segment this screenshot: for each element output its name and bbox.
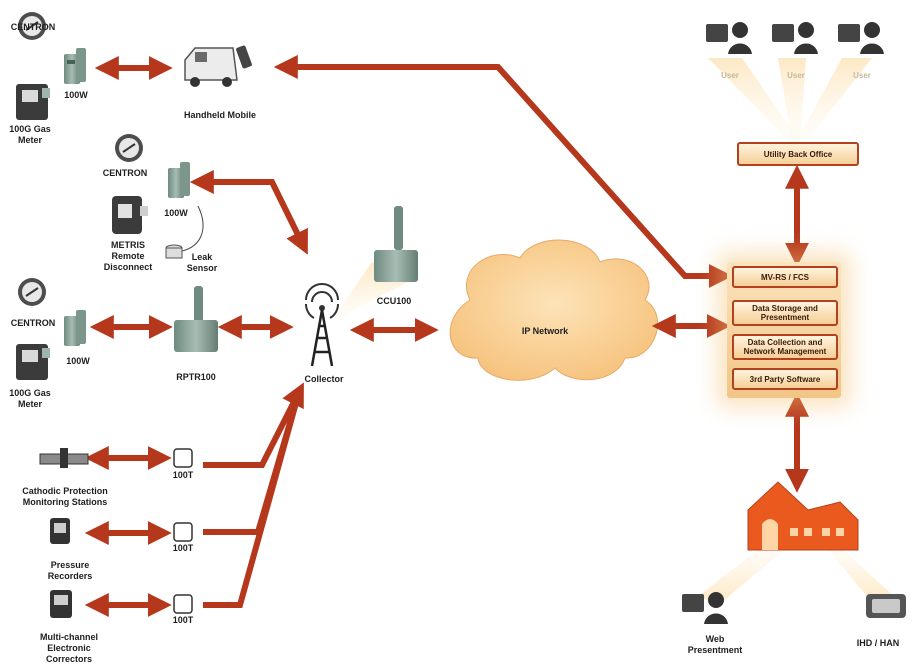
web-light-beam [696,540,790,602]
repeater-device-icon [174,286,218,352]
ccu100-label: CCU100 [376,296,412,306]
ip-network-label: IP Network [521,326,569,336]
centron-meter-icon [18,12,46,40]
module-100t-icon [173,448,193,468]
gas-meter-icon [16,84,50,120]
user-label: User [721,71,739,80]
web-presentment-label: Web Presentment [687,634,743,655]
user-workstation-icon [706,22,752,54]
centron-label: CENTRON [10,318,56,328]
repeater-label: RPTR100 [176,372,216,382]
collector-tower-icon [304,283,340,367]
module-100t-label: 100T [172,615,194,625]
module-100w-icon [168,162,190,198]
module-100t-label: 100T [172,543,194,553]
centron-label: CENTRON [10,22,56,32]
cathodic-station-icon [39,448,89,468]
module-100t-icon [173,594,193,614]
module-100w-label: 100W [64,90,88,100]
user-workstation-icon [838,22,884,54]
user-label: User [787,71,805,80]
ip-network-cloud [449,239,659,381]
user-light-beam-3 [796,58,872,142]
pressure-recorder-icon [50,518,70,544]
arrow-row2-collector [189,170,308,255]
centron-meter-icon [115,134,143,162]
gas-meter-label: 100G Gas Meter [9,124,51,145]
leak-sensor-label: Leak Sensor [186,252,218,273]
data-storage-box: Data Storage and Presentment [732,300,838,326]
handheld-mobile-label: Handheld Mobile [184,110,256,120]
gas-meter-label: 100G Gas Meter [9,388,51,409]
centron-meter-icon [18,278,46,306]
user-label: User [853,71,871,80]
metris-meter-icon [112,196,148,234]
module-100w-label: 100W [66,356,90,366]
module-100w-icon [64,48,86,84]
user-workstation-icon [772,22,818,54]
third-party-software-box: 3rd Party Software [732,368,838,390]
web-user-icon [682,592,728,624]
ccu100-device-icon [374,206,418,282]
collector-label: Collector [304,374,344,384]
centron-label: CENTRON [102,168,148,178]
handheld-mobile-van-icon [184,45,252,87]
metris-label: METRIS Remote Disconnect [103,240,153,272]
utility-back-office-box: Utility Back Office [737,142,859,166]
ihd-light-beam [820,540,896,602]
arrow-100t-row6-collector [203,391,302,608]
ihd-display-icon [866,594,906,618]
module-100w-icon [64,310,86,346]
home-house-icon [747,481,859,551]
module-100w-label: 100W [164,208,188,218]
gas-meter-icon [16,344,50,380]
arrow-handheld-to-mvrs [273,55,733,288]
ihd-han-label: IHD / HAN [856,638,900,648]
module-100t-label: 100T [172,470,194,480]
user-light-beam-2 [778,58,806,142]
mvrs-fcs-box: MV-RS / FCS [732,266,838,288]
module-100t-icon [173,522,193,542]
data-collection-box: Data Collection and Network Management [732,334,838,360]
cathodic-label: Cathodic Protection Monitoring Stations [22,486,108,507]
leak-sensor-icon [165,244,183,259]
correctors-label: Multi-channel Electronic Correctors [40,632,98,664]
arrow-100t-row4-collector [203,382,304,468]
electronic-corrector-icon [50,590,72,618]
pressure-label: Pressure Recorders [47,560,93,581]
